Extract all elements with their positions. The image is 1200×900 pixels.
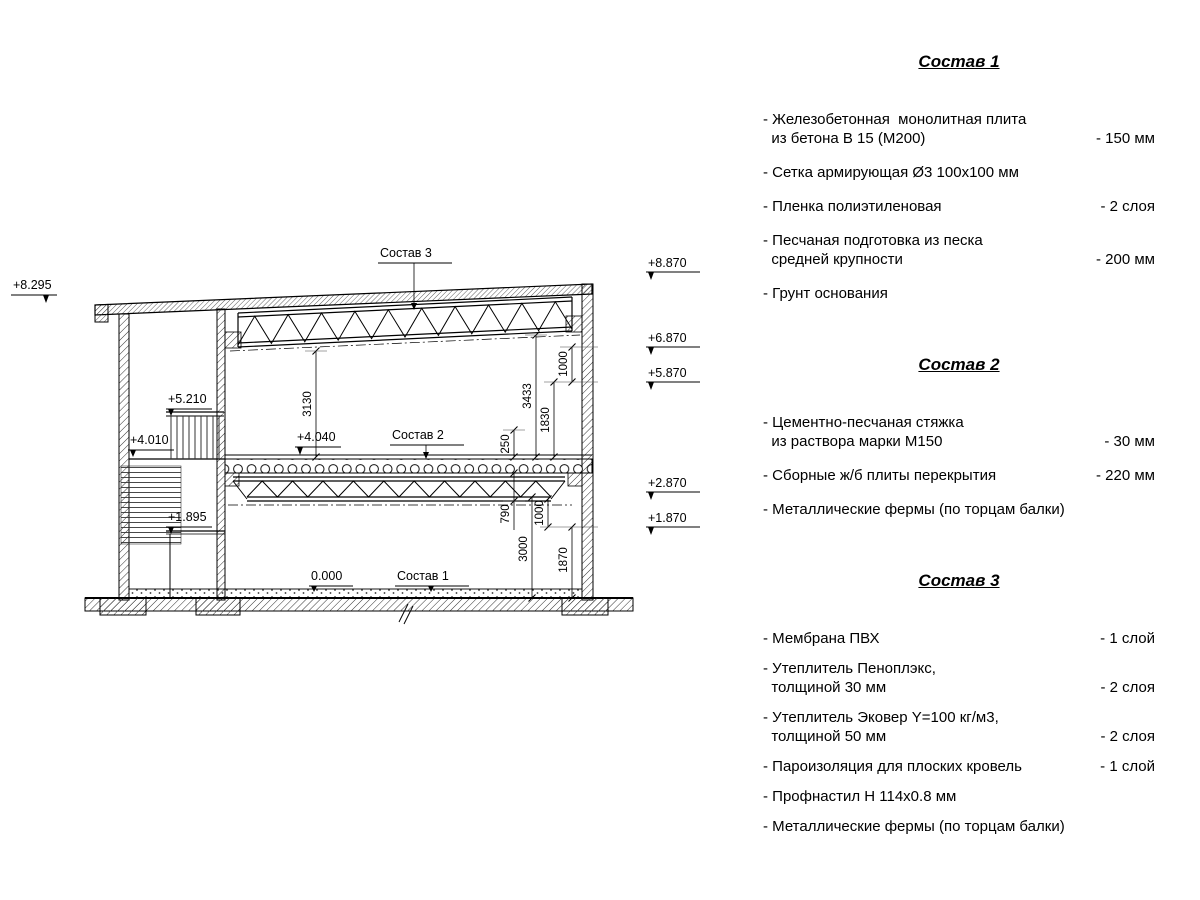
spec-item-text: - Грунт основания	[763, 285, 888, 302]
level-mark-4010: +4.010	[128, 433, 174, 457]
spec-item-text: - Пароизоляция для плоских кровель	[763, 758, 1022, 775]
elevation-label: +8.870	[648, 256, 687, 270]
spec-item-text: - Профнастил Н 114x0.8 мм	[763, 788, 957, 805]
callout-sostav-1: Состав 1	[395, 569, 469, 592]
spec-item: - Сборные ж/б плиты перекрытия - 220 мм	[763, 466, 1155, 485]
spec-item-value: - 1 слой	[1100, 758, 1155, 775]
spec-item-text: - Пленка полиэтиленовая	[763, 198, 942, 215]
spec-item-text: - Железобетонная монолитная плита из бет…	[763, 111, 1027, 147]
spec-item-value: - 2 слоя	[1100, 728, 1155, 745]
spec-section-1: Состав 1 - Железобетонная монолитная пли…	[763, 52, 1155, 303]
spec-section-3: Состав 3 - Мембрана ПВХ - 1 слой - Утепл…	[763, 571, 1155, 836]
dimension-label-3000: 3000	[518, 536, 530, 562]
break-mark	[398, 603, 409, 623]
section-drawing-svg: Состав 3 Состав 2 +4.040 Состав 1	[11, 246, 700, 625]
level-mark-zero: 0.000	[309, 569, 353, 592]
spec-item: - Грунт основания	[763, 284, 1155, 303]
spec-item-text: - Сетка армирующая Ø3 100x100 мм	[763, 164, 1019, 181]
dimension-label-3433: 3433	[522, 383, 534, 409]
spec-item-value: - 220 мм	[1096, 467, 1155, 484]
callout-sostav-3: Состав 3	[378, 246, 452, 310]
elevation-label: +2.870	[648, 476, 687, 490]
section-title-1: Состав 1	[918, 52, 1000, 71]
stair-flight	[120, 465, 182, 545]
section-title-3: Состав 3	[918, 571, 1000, 590]
section-title-2: Состав 2	[918, 355, 1000, 374]
spec-items-3: - Мембрана ПВХ - 1 слой - Утеплитель Пен…	[763, 629, 1155, 836]
elevation-label: +5.870	[648, 366, 687, 380]
spec-items-2: - Цементно-песчаная стяжка из раствора м…	[763, 413, 1155, 519]
dimension-label-1000-lower: 1000	[534, 500, 546, 526]
elevation-label: +8.295	[13, 278, 52, 292]
spec-item: - Мембрана ПВХ - 1 слой	[763, 629, 1155, 648]
spec-item-value: - 1 слой	[1100, 630, 1155, 647]
section-drawing: Состав 3 Состав 2 +4.040 Состав 1	[11, 246, 700, 625]
elevation-mark-8870: +8.870	[646, 256, 700, 280]
level-mark-5210: +5.210	[166, 392, 212, 416]
spec-item: - Утеплитель Пеноплэкс, толщиной 30 мм -…	[763, 659, 1155, 697]
callout-label: Состав 1	[397, 569, 449, 583]
spec-item-text: - Сборные ж/б плиты перекрытия	[763, 467, 997, 484]
elevation-label: +4.010	[130, 433, 169, 447]
dimension-label-1000-upper: 1000	[558, 351, 570, 377]
roof-truss	[229, 296, 581, 352]
dimension-label-1870: 1870	[558, 547, 570, 573]
elevation-label: +1.895	[168, 510, 207, 524]
spec-item-text: - Утеплитель Эковер Y=100 кг/м3, толщино…	[763, 709, 999, 745]
spec-item-text: - Мембрана ПВХ	[763, 630, 880, 647]
ground-floor-slab	[128, 588, 583, 599]
elevation-mark-left: +8.295	[11, 278, 57, 303]
spec-item-text: - Цементно-песчаная стяжка из раствора м…	[763, 414, 964, 450]
roof-slab	[94, 283, 593, 323]
spec-item-text: - Металлические фермы (по торцам балки)	[763, 818, 1065, 835]
spec-item-value: - 30 мм	[1104, 433, 1155, 450]
spec-item-value: - 200 мм	[1096, 251, 1155, 268]
spec-item: - Утеплитель Эковер Y=100 кг/м3, толщино…	[763, 708, 1155, 746]
spec-item: - Профнастил Н 114x0.8 мм	[763, 787, 1155, 806]
extension-lines	[305, 334, 598, 528]
elevation-label: +6.870	[648, 331, 687, 345]
elevation-label: +5.210	[168, 392, 207, 406]
dimension-label-3130: 3130	[302, 391, 314, 417]
spec-item-value: - 2 слоя	[1100, 679, 1155, 696]
spec-item-value: - 2 слоя	[1100, 198, 1155, 215]
callout-sostav-2: Состав 2	[390, 428, 464, 459]
spec-item: - Металлические фермы (по торцам балки)	[763, 817, 1155, 836]
level-mark-4040: +4.040	[295, 430, 341, 455]
spec-item: - Пленка полиэтиленовая - 2 слоя	[763, 197, 1155, 216]
spec-section-2: Состав 2 - Цементно-песчаная стяжка из р…	[763, 355, 1155, 519]
left-wall	[118, 313, 130, 601]
callout-label: Состав 3	[380, 246, 432, 260]
level-mark-1895: +1.895	[166, 510, 212, 534]
spec-item-text: - Утеплитель Пеноплэкс, толщиной 30 мм	[763, 660, 936, 696]
spec-item: - Цементно-песчаная стяжка из раствора м…	[763, 413, 1155, 451]
spec-item: - Металлические фермы (по торцам балки)	[763, 500, 1155, 519]
spec-item-value: - 150 мм	[1096, 130, 1155, 147]
elevation-label: +1.870	[648, 511, 687, 525]
spec-item: - Железобетонная монолитная плита из бет…	[763, 110, 1155, 148]
right-wall	[581, 283, 594, 601]
elevation-mark-5870: +5.870	[646, 366, 700, 390]
spec-item: - Сетка армирующая Ø3 100x100 мм	[763, 163, 1155, 182]
stair-railing	[166, 416, 224, 459]
callout-label: Состав 2	[392, 428, 444, 442]
spec-items-1: - Железобетонная монолитная плита из бет…	[763, 110, 1155, 303]
specs-panel: Состав 1 - Железобетонная монолитная пли…	[763, 52, 1155, 836]
elevation-label: 0.000	[311, 569, 342, 583]
spec-item-text: - Металлические фермы (по торцам балки)	[763, 501, 1065, 518]
dimension-label-1830: 1830	[540, 407, 552, 433]
elevation-mark-2870: +2.870	[646, 476, 700, 500]
ground	[84, 588, 634, 625]
elevation-mark-1870: +1.870	[646, 511, 700, 535]
spec-item: - Песчаная подготовка из песка средней к…	[763, 231, 1155, 269]
spec-item: - Пароизоляция для плоских кровель - 1 с…	[763, 757, 1155, 776]
spec-item-text: - Песчаная подготовка из песка средней к…	[763, 232, 983, 268]
dimension-label-250: 250	[500, 434, 512, 453]
elevation-mark-6870: +6.870	[646, 331, 700, 355]
floor-truss	[228, 476, 572, 506]
dimension-label-790: 790	[500, 504, 512, 523]
